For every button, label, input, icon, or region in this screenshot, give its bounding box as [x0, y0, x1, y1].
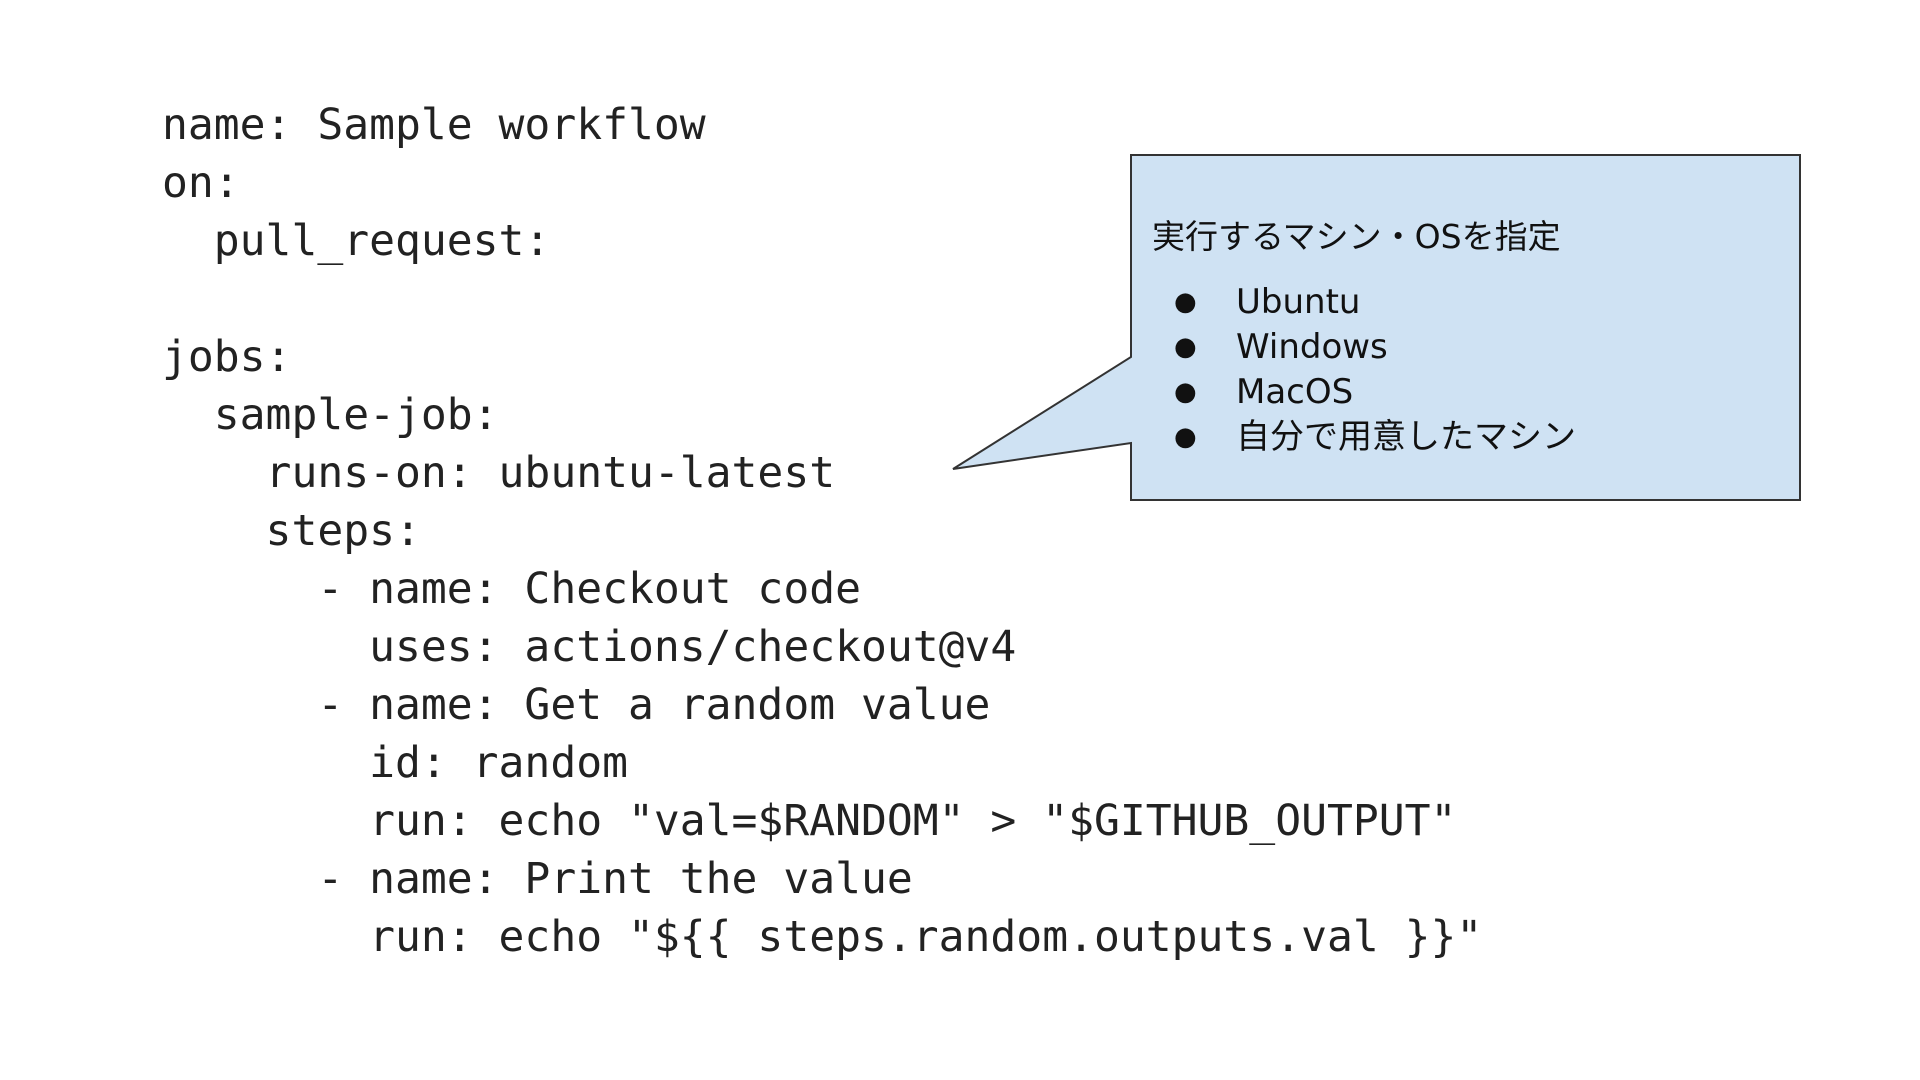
- code-line: - name: Get a random value: [162, 680, 991, 730]
- bullet-icon: ●: [1174, 377, 1197, 407]
- code-line: run: echo "val=$RANDOM" > "$GITHUB_OUTPU…: [162, 796, 1457, 846]
- os-list: ● Ubuntu ● Windows ● MacOS ● 自分で用意したマシン: [1152, 280, 1792, 460]
- code-line: on:: [162, 158, 240, 208]
- code-line: uses: actions/checkout@v4: [162, 622, 1017, 672]
- workflow-yaml-code: name: Sample workflow on: pull_request:jo…: [162, 96, 1482, 966]
- list-item: ● Ubuntu: [1152, 280, 1792, 325]
- code-line: steps:: [162, 506, 421, 556]
- list-item: ● 自分で用意したマシン: [1152, 415, 1792, 460]
- os-item-label: Windows: [1236, 327, 1388, 367]
- code-line: run: echo "${{ steps.random.outputs.val …: [162, 912, 1483, 962]
- os-item-label: Ubuntu: [1236, 282, 1361, 322]
- code-line: - name: Print the value: [162, 854, 913, 904]
- os-item-label: MacOS: [1236, 372, 1354, 412]
- bullet-icon: ●: [1174, 287, 1197, 317]
- code-line: sample-job:: [162, 390, 499, 440]
- callout-text: 実行するマシン・OSを指定 ● Ubuntu ● Windows ● MacOS ● 自…: [1152, 212, 1792, 460]
- bullet-icon: ●: [1174, 332, 1197, 362]
- code-line: runs-on: ubuntu-latest: [162, 448, 836, 498]
- os-item-label: 自分で用意したマシン: [1236, 417, 1576, 457]
- bullet-icon: ●: [1174, 422, 1197, 452]
- list-item: ● MacOS: [1152, 370, 1792, 415]
- code-line: name: Sample workflow: [162, 100, 706, 150]
- code-line: id: random: [162, 738, 628, 788]
- list-item: ● Windows: [1152, 325, 1792, 370]
- code-line: - name: Checkout code: [162, 564, 861, 614]
- callout-title: 実行するマシン・OSを指定: [1152, 217, 1561, 256]
- code-line: jobs:: [162, 332, 292, 382]
- code-line: pull_request:: [162, 216, 551, 266]
